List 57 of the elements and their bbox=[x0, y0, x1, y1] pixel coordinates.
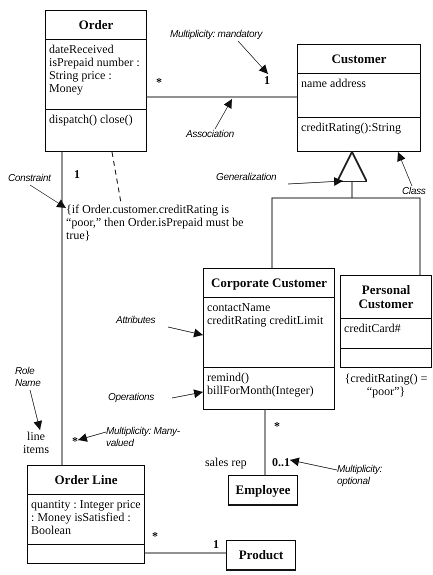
leader-line bbox=[172, 389, 204, 398]
class-box bbox=[203, 268, 335, 410]
annotation-label: Generalization bbox=[216, 172, 296, 184]
multiplicity-label: 0..1 bbox=[272, 456, 290, 469]
annotation-label: Class bbox=[402, 186, 432, 198]
leader-line bbox=[290, 457, 338, 470]
attribute-list: creditCard# bbox=[341, 319, 431, 349]
class-box bbox=[297, 44, 421, 152]
class-box bbox=[340, 275, 432, 368]
class-name: Order Line bbox=[28, 466, 144, 495]
association-line bbox=[146, 96, 298, 98]
annotation-label: Attributes bbox=[116, 315, 176, 327]
dashed-line bbox=[112, 152, 122, 204]
constraint-note: {creditRating() = “poor”} bbox=[344, 372, 428, 398]
leader-line bbox=[78, 432, 106, 442]
multiplicity-label: * bbox=[156, 76, 162, 89]
attribute-list: quantity : Integer price : Money isSatisfied : Boolean bbox=[28, 495, 144, 545]
leader-line bbox=[238, 40, 268, 74]
operation-list: dispatch() close() bbox=[46, 110, 146, 151]
annotation-label: Multiplicity: mandatory bbox=[170, 29, 290, 41]
annotation-label: Multiplicity: optional bbox=[337, 464, 397, 488]
multiplicity-label: 1 bbox=[213, 538, 219, 551]
constraint-note: line items bbox=[20, 430, 52, 456]
class-name: Personal Customer bbox=[341, 276, 431, 319]
multiplicity-label: * bbox=[152, 530, 158, 543]
constraint-note: {if Order.customer.creditRating is “poor,” then Order.isPrepaid must be true} bbox=[66, 203, 261, 242]
class-name: Product bbox=[227, 541, 295, 570]
attribute-list: name address bbox=[298, 74, 420, 118]
multiplicity-label: * bbox=[274, 420, 280, 433]
class-name: Corporate Customer bbox=[204, 269, 334, 298]
role-name: sales rep bbox=[205, 456, 247, 469]
leader-line bbox=[168, 326, 204, 338]
attribute-list: dateReceived isPrepaid number : String price : Money bbox=[46, 40, 146, 110]
association-line bbox=[144, 552, 226, 554]
generalization-arrow bbox=[336, 151, 420, 276]
leader-line bbox=[30, 390, 42, 430]
class-name: Employee bbox=[229, 476, 297, 505]
class-box bbox=[45, 10, 147, 152]
annotation-label: Role Name bbox=[15, 366, 55, 390]
annotation-label: Association bbox=[186, 129, 256, 141]
operation-list: creditRating():String bbox=[298, 118, 420, 151]
class-box bbox=[27, 465, 145, 564]
leader-line bbox=[30, 184, 66, 208]
multiplicity-label: 1 bbox=[264, 74, 270, 87]
leader-line bbox=[397, 152, 412, 186]
annotation-label: Operations bbox=[108, 392, 172, 404]
class-name: Customer bbox=[298, 45, 420, 74]
operation-list: remind() billForMonth(Integer) bbox=[204, 368, 334, 409]
multiplicity-label: 1 bbox=[74, 168, 80, 181]
attribute-list: contactName creditRating creditLimit bbox=[204, 298, 334, 368]
leader-line bbox=[288, 177, 344, 186]
class-name: Order bbox=[46, 11, 146, 40]
annotation-label: Multiplicity: Many-valued bbox=[106, 426, 196, 450]
leader-line bbox=[214, 98, 232, 130]
multiplicity-label: * bbox=[72, 435, 78, 448]
annotation-label: Constraint bbox=[8, 173, 68, 185]
association-line bbox=[264, 410, 266, 476]
